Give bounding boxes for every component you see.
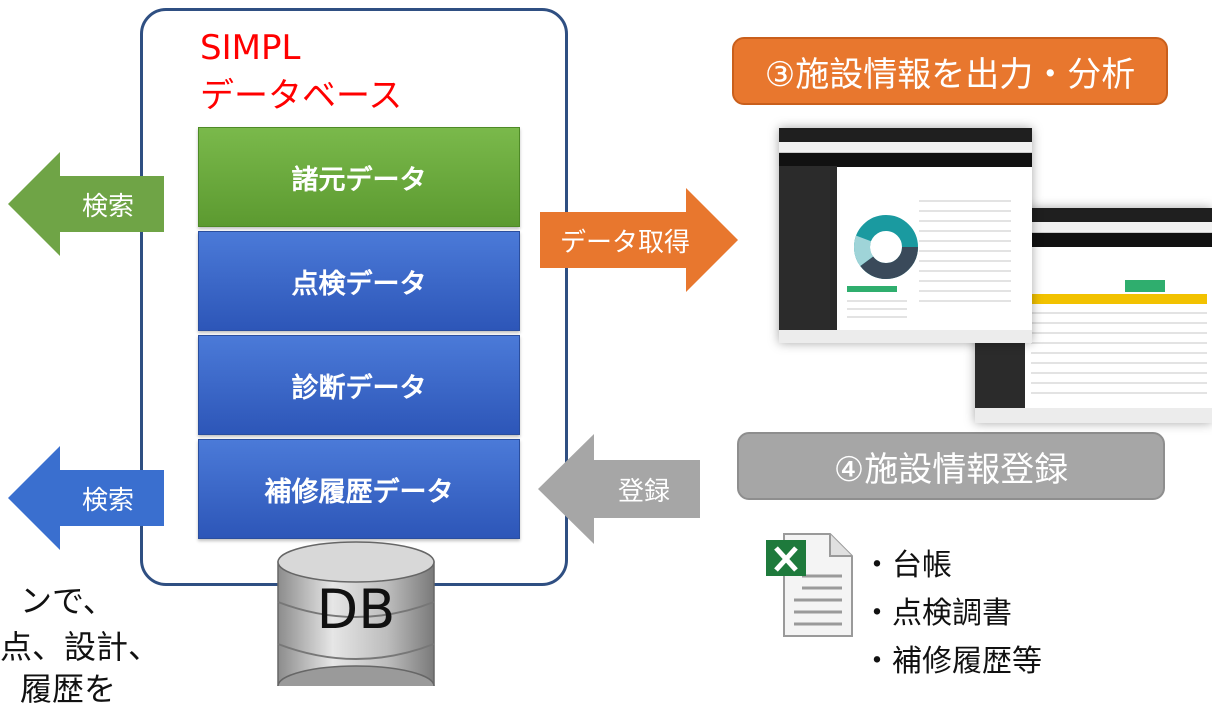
db-label: DB — [316, 578, 396, 641]
search-arrow-top — [8, 152, 164, 256]
data-acquisition-arrow — [540, 188, 738, 292]
layer-repair-history-data: 補修履歴データ — [198, 439, 520, 539]
layer-label: 諸元データ — [291, 164, 427, 196]
register-arrow — [538, 434, 700, 544]
partial-text-line1: ンで、 — [20, 582, 115, 620]
excel-file-icon — [766, 533, 853, 637]
layer-diagnosis-data: 診断データ — [198, 335, 520, 435]
search-arrow-bottom — [8, 446, 164, 550]
layer-label: 点検データ — [291, 268, 427, 300]
layer-label: 補修履歴データ — [264, 476, 454, 508]
register-label: 登録 — [617, 476, 670, 507]
layer-label: 診断データ — [291, 372, 427, 404]
database-cylinder-icon — [277, 541, 435, 686]
output-analysis-badge: ③施設情報を出力・分析 — [732, 37, 1168, 105]
facility-register-badge: ④施設情報登録 — [737, 432, 1165, 500]
layer-inspection-data: 点検データ — [198, 231, 520, 331]
simpl-title: SIMPL — [200, 28, 301, 68]
data-acquisition-label: データ取得 — [559, 227, 690, 258]
file-item-ledger: ・台帳 — [862, 548, 952, 583]
partial-text-line3: 履歴を — [20, 670, 117, 708]
file-item-inspection-report: ・点検調書 — [862, 596, 1012, 631]
layer-spec-data: 諸元データ — [198, 127, 520, 227]
file-item-repair-history: ・補修履歴等 — [862, 644, 1042, 679]
search-label-bottom: 検索 — [81, 485, 134, 516]
report-screenshot-front — [779, 128, 1032, 343]
partial-text-line2: 点、設計、 — [0, 628, 161, 666]
search-label-top: 検索 — [81, 191, 134, 222]
donut-chart-icon — [854, 215, 918, 279]
simpl-subtitle: データベース — [200, 76, 403, 116]
